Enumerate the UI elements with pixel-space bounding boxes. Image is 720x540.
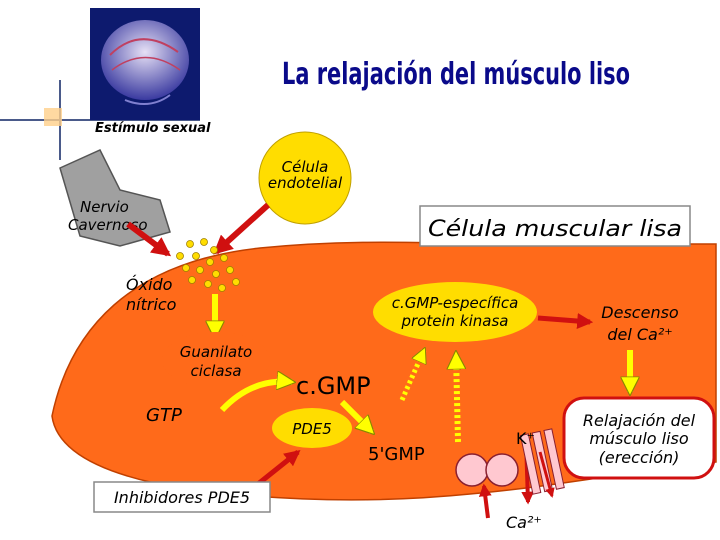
endothelial-cell [258,131,352,225]
nerve-label-line1: Nervio [80,198,129,216]
cavernous-nerve-shape [59,149,171,247]
inhibitors-label-box [93,481,271,513]
arrow-potassium-out [538,451,555,498]
guanylate-label-line1: Guanilato [180,343,252,361]
arrow-inhibitors-to-pde5 [256,450,301,486]
relaxation-label-line1: Relajación del [583,411,696,430]
kinase-label-line2: protein kinasa [401,312,509,330]
potassium-label: K⁺ [516,429,535,448]
page-title: La relajación del músculo liso [282,57,630,92]
head-with-brain-icon [90,8,200,120]
arrow-gtp-to-cgmp [219,382,292,413]
kinase-label-line1: c.GMP-específica [392,294,519,312]
guanylate-label-line2: ciclasa [190,362,241,380]
relaxation-label-line2: músculo liso [589,429,689,448]
relaxation-box [562,396,716,480]
smooth-muscle-label-box [419,205,691,247]
arrow-cgmp-up-dotted [456,354,458,443]
arrow-channel-up [478,483,492,519]
header-caption: Estímulo sexual [95,121,211,136]
guanylate-cyclase [162,332,270,388]
arrow-nerve-to-no [126,221,172,257]
gtp-label: GTP [146,405,182,426]
nerve-label-line2: Cavernoso [68,216,148,234]
cgmp-kinase [373,282,537,342]
pde5-enzyme [272,408,352,448]
calcium-label: Ca²⁺ [506,513,542,532]
nitric-oxide-label-line2: nítrico [126,295,177,314]
endothelial-label-line2: endotelial [268,174,343,192]
calcium-drop-label-line1: Descenso [601,303,679,322]
arrow-kinase-to-calcium-drop [537,313,594,329]
cgmp-label: c.GMP [296,372,371,400]
potassium-channel-icon [455,453,519,487]
inhibitors-label: Inhibidores PDE5 [114,488,250,507]
5gmp-label: 5'GMP [368,444,425,465]
calcium-drop-label-line2: del Ca²⁺ [607,325,672,344]
relaxation-label-line3: (erección) [599,448,680,467]
arrow-endothelium-to-no [213,202,271,255]
nitric-oxide-dots [176,238,240,292]
endothelial-label-line1: Célula [282,158,329,176]
nitric-oxide-label-line1: Óxido [126,275,173,294]
pde5-label: PDE5 [292,420,332,438]
arrow-cgmp-to-5gmp [339,399,372,432]
smooth-muscle-label: Célula muscular lisa [428,217,682,242]
